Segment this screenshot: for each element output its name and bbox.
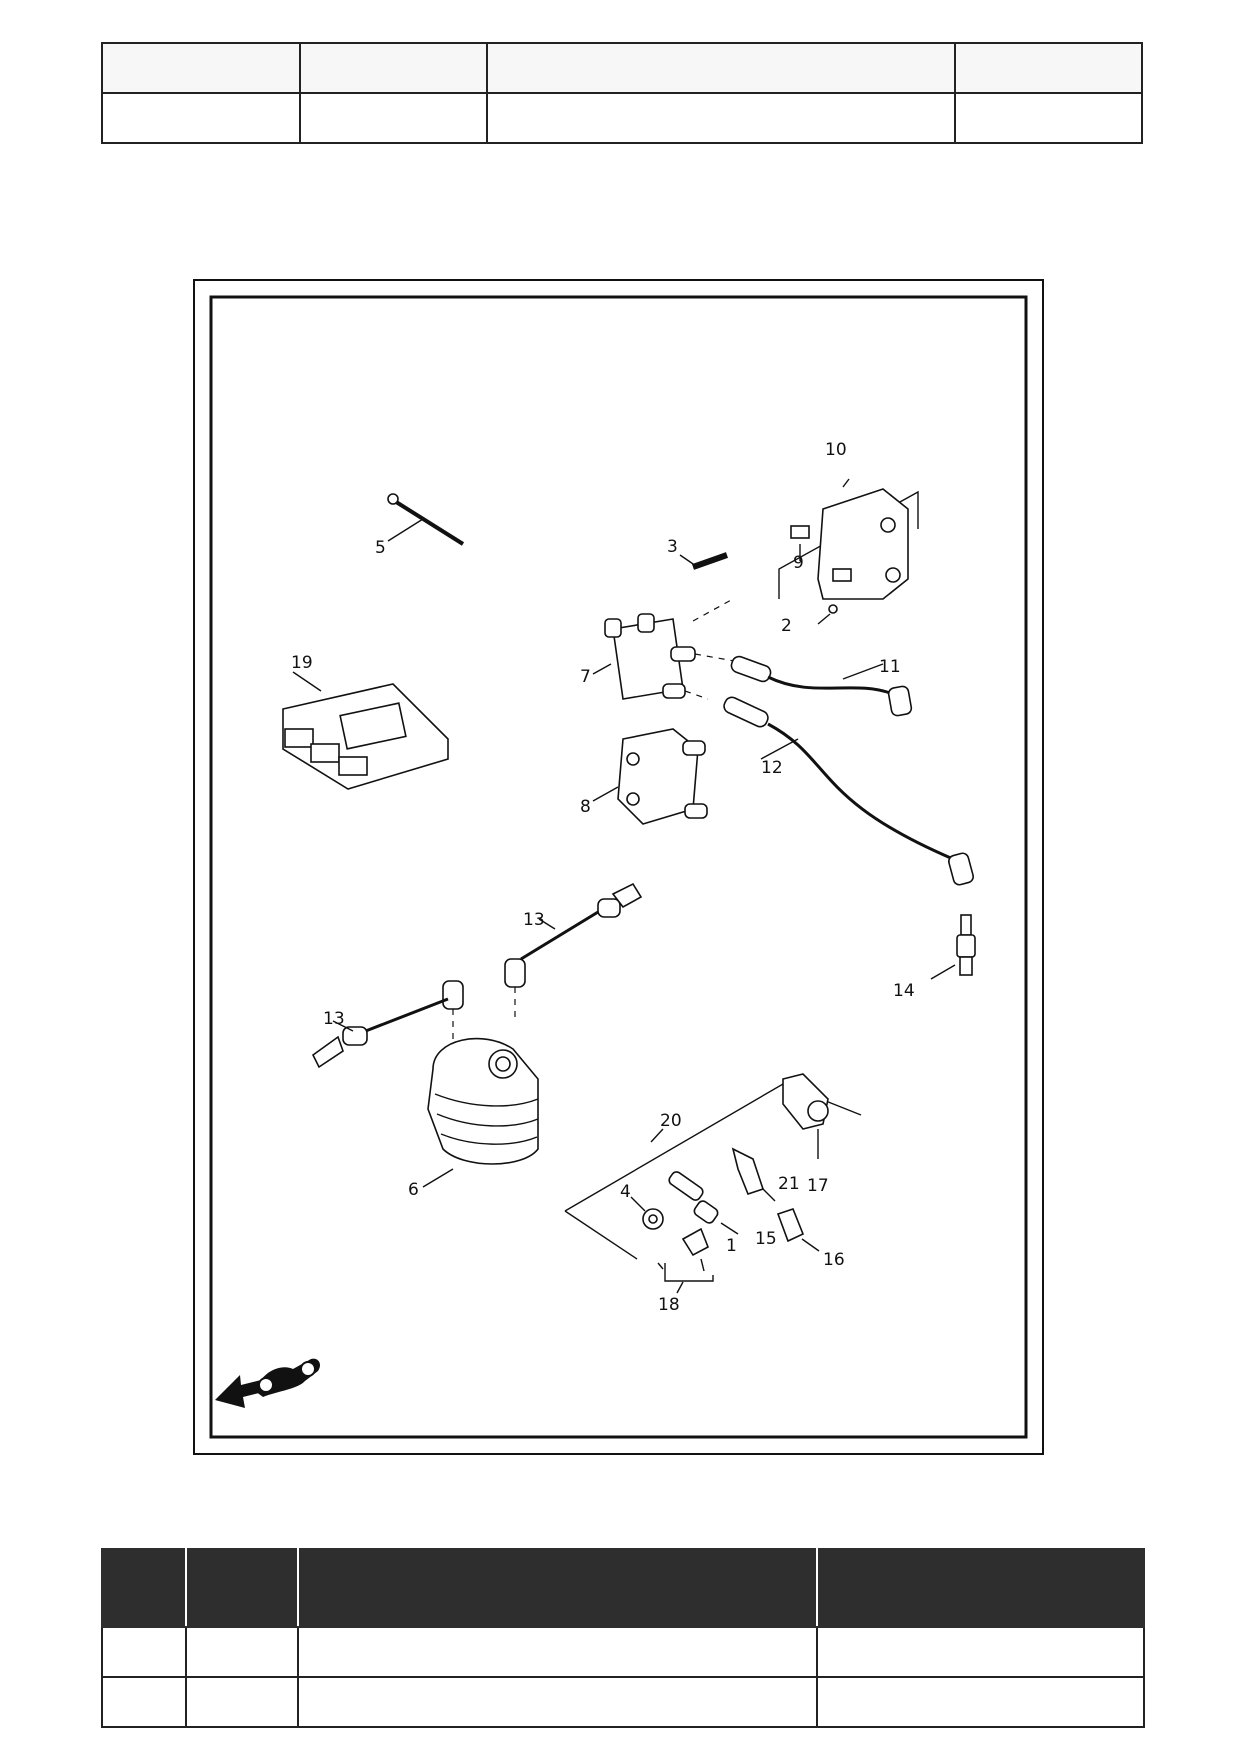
part-spark-plug-wire-short [730, 655, 913, 717]
table-header-cell [185, 1548, 299, 1628]
table-header-cell [297, 1548, 818, 1628]
callout-13-upper: 13 [523, 910, 545, 930]
part-cable-tie [387, 493, 465, 546]
callout-7: 7 [580, 667, 591, 687]
front-direction-arrow-icon [215, 1358, 321, 1408]
part-coil-cover [778, 478, 919, 625]
table-cell [297, 1626, 818, 1678]
callout-17: 17 [807, 1176, 829, 1196]
table-header-row [101, 1548, 1145, 1628]
callout-6: 6 [408, 1180, 419, 1200]
callout-21: 21 [778, 1174, 800, 1194]
callout-16: 16 [823, 1250, 845, 1270]
callout-15: 15 [755, 1229, 777, 1249]
table-cell [299, 42, 488, 94]
exploded-parts-drawing: 1 2 3 4 5 6 7 8 9 10 11 12 13 13 14 15 1… [193, 279, 1044, 1455]
part-ignition-coil-rear [592, 728, 708, 825]
part-ecm [282, 671, 449, 790]
table-cell [100, 42, 302, 94]
callout-20: 20 [660, 1111, 682, 1131]
callout-10: 10 [825, 440, 847, 460]
table-cell [297, 1676, 818, 1728]
table-cell [485, 92, 956, 144]
callout-8: 8 [580, 797, 591, 817]
callout-14: 14 [893, 981, 915, 1001]
table-row [101, 1626, 1145, 1678]
part-stud [679, 552, 728, 570]
table-row [100, 92, 1144, 144]
table-cell [101, 1626, 187, 1678]
table-cell [100, 92, 302, 144]
callout-3: 3 [667, 537, 678, 557]
table-cell [485, 42, 956, 94]
table-cell [299, 92, 488, 144]
part-spark-plug-wire-long [723, 696, 974, 886]
table-cell [101, 1676, 187, 1728]
part-sensor-kit [564, 1073, 862, 1294]
top-table [100, 42, 1144, 144]
part-ignition-coil-main [422, 1037, 539, 1188]
part-spark-plug [930, 914, 976, 980]
table-row [101, 1676, 1145, 1728]
parts-list-table [101, 1548, 1145, 1728]
callout-19: 19 [291, 653, 313, 673]
callout-11: 11 [879, 657, 901, 677]
table-cell [816, 1626, 1145, 1678]
table-row [100, 42, 1144, 94]
callout-5: 5 [375, 538, 386, 558]
callout-2: 2 [781, 616, 792, 636]
table-cell [816, 1676, 1145, 1728]
table-header-cell [101, 1548, 187, 1628]
part-lead-wire-upper [504, 882, 643, 1019]
callout-1: 1 [726, 1236, 737, 1256]
part-lead-wire-lower [311, 980, 464, 1069]
table-cell [185, 1676, 299, 1728]
callout-18: 18 [658, 1295, 680, 1315]
callout-4: 4 [620, 1182, 631, 1202]
callout-9: 9 [793, 553, 804, 573]
callout-13-lower: 13 [323, 1009, 345, 1029]
table-cell [953, 92, 1144, 144]
table-cell [185, 1626, 299, 1678]
part-ignition-coil-front [592, 598, 752, 700]
parts-diagram: 1 2 3 4 5 6 7 8 9 10 11 12 13 13 14 15 1… [193, 279, 1044, 1455]
callout-12: 12 [761, 758, 783, 778]
table-header-cell [816, 1548, 1145, 1628]
table-cell [953, 42, 1144, 94]
